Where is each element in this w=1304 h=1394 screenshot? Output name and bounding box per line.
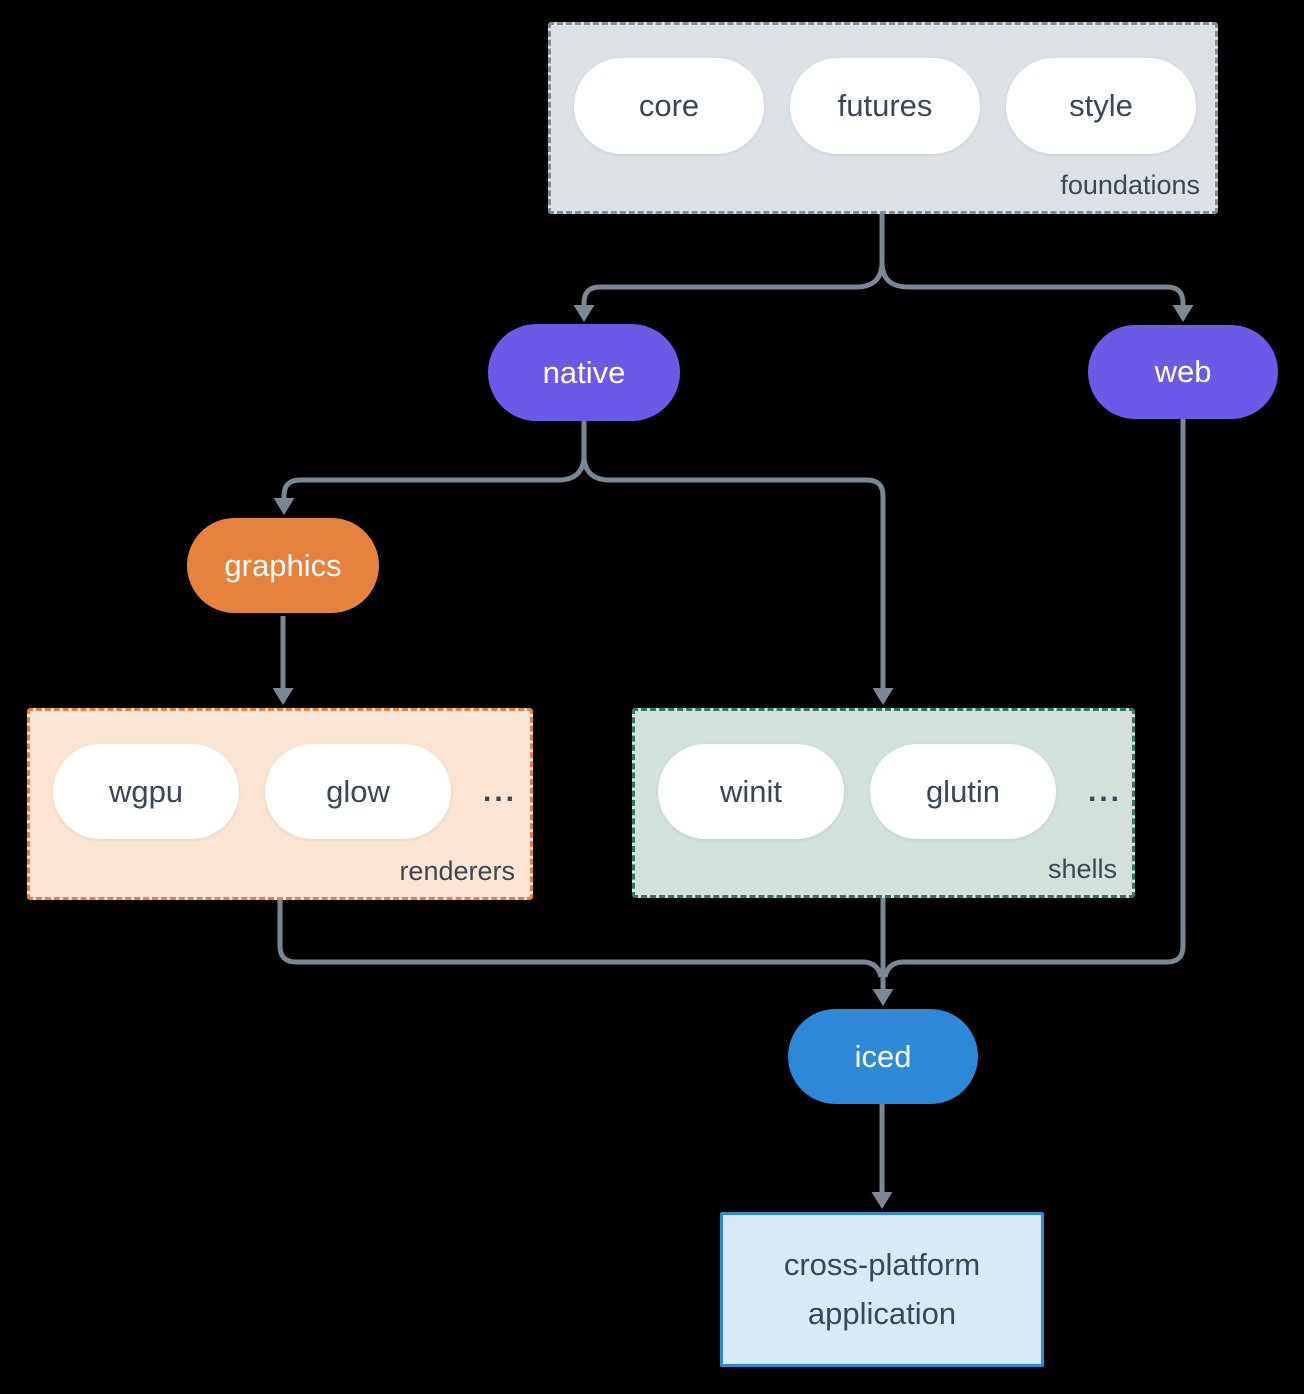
arrowhead-graphics: [273, 498, 295, 515]
arrowhead-iced: [872, 989, 894, 1006]
node-core: core: [574, 58, 764, 154]
shells-ellipsis: ...: [1088, 774, 1123, 808]
node-winit: winit: [658, 744, 844, 839]
node-graphics: graphics: [187, 518, 379, 613]
node-native: native: [488, 324, 680, 421]
edge-native-shells: [581, 421, 886, 690]
edge-foundations-web: [879, 214, 1186, 306]
arrowhead-native: [573, 305, 595, 322]
application-label-line1: cross-platform: [783, 1247, 981, 1283]
foundations-label: foundations: [1060, 170, 1200, 200]
node-futures: futures: [790, 58, 980, 154]
shells-group: winit glutin ... shells: [632, 708, 1135, 898]
arrowhead-shells: [872, 688, 894, 705]
cross-platform-application-box: cross-platform application: [720, 1212, 1044, 1367]
renderers-pill-row: wgpu glow ...: [30, 744, 530, 839]
shells-pill-row: winit glutin ...: [635, 744, 1132, 839]
arrowhead-renderers: [272, 688, 294, 705]
shells-label: shells: [1047, 854, 1117, 884]
node-web: web: [1088, 325, 1278, 419]
node-style: style: [1006, 58, 1196, 154]
renderers-ellipsis: ...: [483, 774, 518, 808]
edge-native-graphics: [281, 421, 587, 499]
foundations-pill-row: core futures style: [551, 58, 1215, 154]
node-glow: glow: [265, 744, 451, 839]
node-iced: iced: [788, 1009, 978, 1104]
arrowhead-web: [1172, 305, 1194, 322]
node-glutin: glutin: [870, 744, 1056, 839]
application-label-line2: application: [807, 1295, 957, 1331]
foundations-group: core futures style foundations: [548, 22, 1218, 214]
edge-renderers-iced: [277, 900, 884, 978]
arrowhead-application: [871, 1192, 893, 1209]
node-wgpu: wgpu: [53, 744, 239, 839]
edge-foundations-native: [581, 214, 885, 306]
renderers-label: renderers: [399, 856, 515, 886]
renderers-group: wgpu glow ... renderers: [27, 708, 533, 900]
